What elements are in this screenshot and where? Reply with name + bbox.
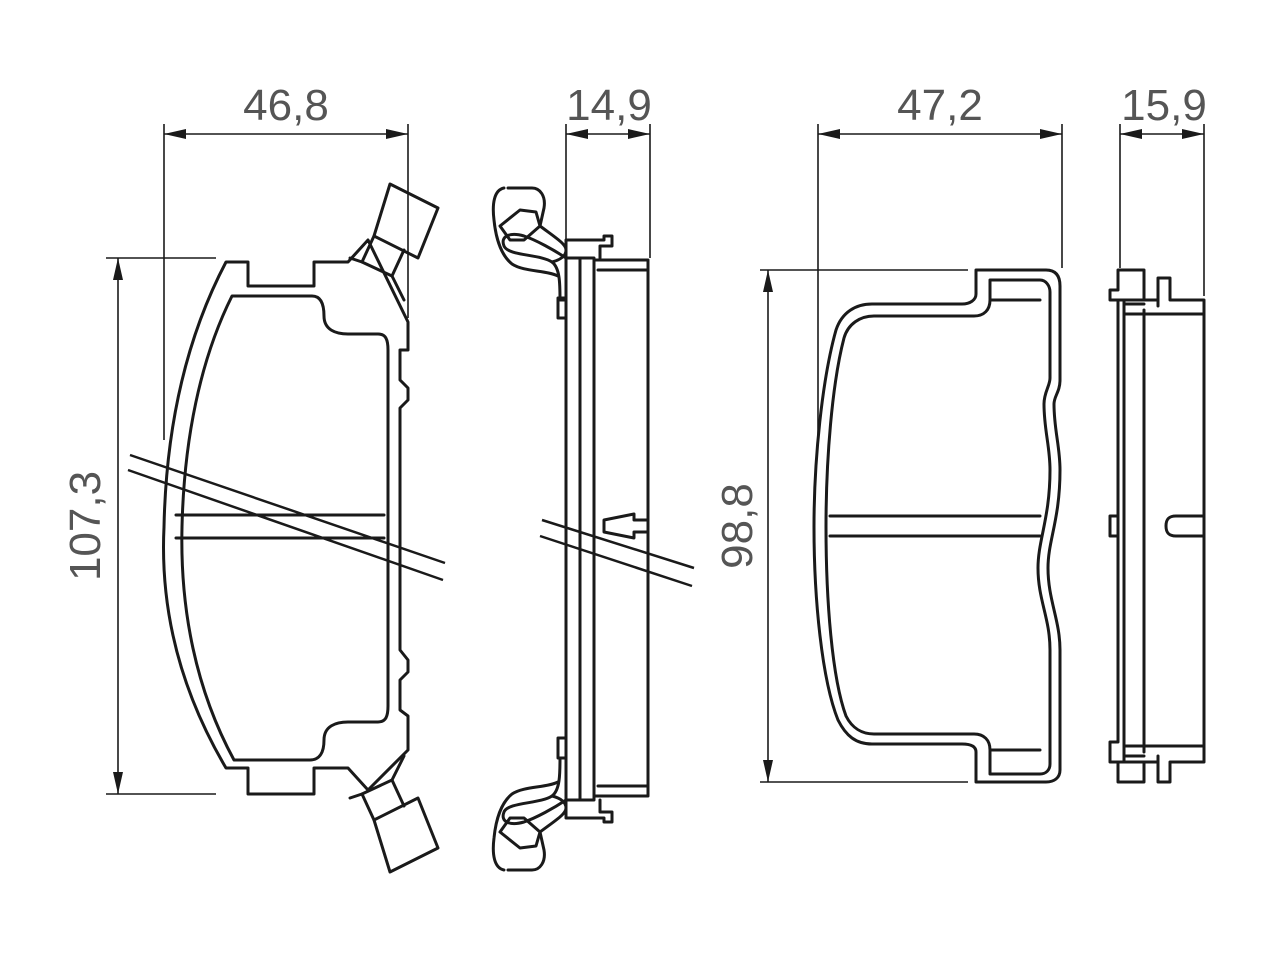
pad2-side-view <box>1108 268 1206 784</box>
pad2-front-view <box>812 268 1062 784</box>
pad1-side-view <box>491 186 695 872</box>
pad1-front-view <box>127 182 446 874</box>
pad2-thickness-label: 15,9 <box>1121 81 1207 130</box>
pad2-width-label: 47,2 <box>897 81 983 130</box>
pad2-height-label: 98,8 <box>713 483 762 569</box>
pad1-width-label: 46,8 <box>243 81 329 130</box>
dimension-lines <box>106 124 1205 795</box>
pad1-thickness-label: 14,9 <box>566 81 652 130</box>
pad1-height-label: 107,3 <box>61 471 110 581</box>
